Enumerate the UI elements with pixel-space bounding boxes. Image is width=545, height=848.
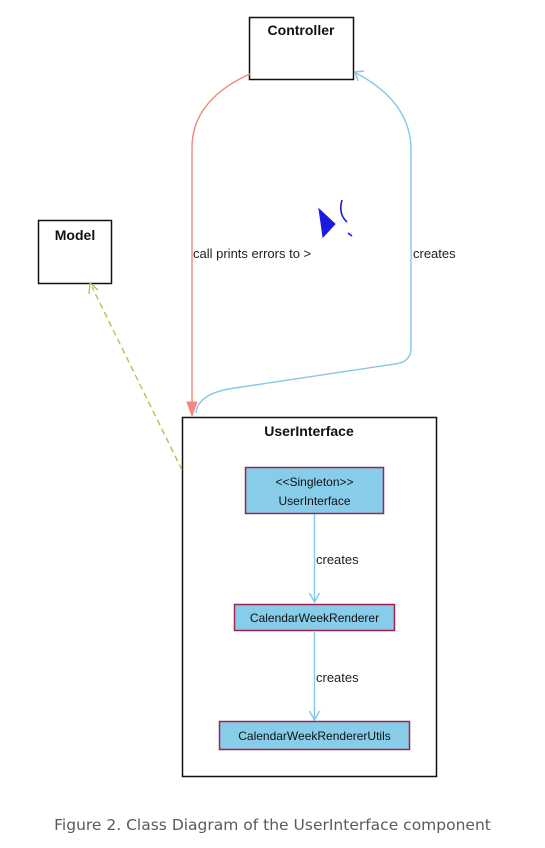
edge-controller-to-ui [191,73,251,411]
class-singleton-stereotype: <<Singleton>> [275,475,353,489]
class-singleton-box [244,466,385,515]
edge-renderer-creates-utils-arrowhead [308,710,321,722]
edge-ui-depends-model-arrowhead [88,281,99,295]
userinterface-title: UserInterface [264,423,354,439]
controller-box [248,16,355,81]
class-calendarweekrendererutils-name: CalendarWeekRendererUtils [238,729,391,743]
edge-label-creates-middle: creates [316,552,359,567]
edge-ui-creates-controller [195,72,412,414]
edge-singleton-creates-renderer-arrowhead [308,592,321,604]
class-calendarweekrenderer[interactable]: CalendarWeekRenderer [233,603,396,632]
class-singleton-userinterface[interactable]: <<Singleton>> UserInterface [244,466,385,515]
edge-label-call-prints-errors: call prints errors to > [193,246,311,261]
edge-label-creates-top: creates [413,246,456,261]
model-package[interactable]: Model [37,219,113,285]
class-calendarweekrendererutils[interactable]: CalendarWeekRendererUtils [218,720,411,751]
class-calendarweekrendererutils-box [218,720,411,751]
figure-caption: Figure 2. Class Diagram of the UserInter… [54,816,491,834]
class-calendarweekrenderer-name: CalendarWeekRenderer [250,611,379,625]
scribble-mark [318,199,353,239]
model-box [37,219,113,285]
edge-label-creates-bottom: creates [316,670,359,685]
model-title: Model [55,227,95,243]
controller-title: Controller [268,22,335,38]
class-singleton-name: UserInterface [278,494,350,508]
edge-ui-depends-model [91,286,183,471]
edge-controller-to-ui-arrowhead [186,401,198,418]
edge-ui-creates-controller-arrowhead [354,70,365,82]
controller-package[interactable]: Controller [248,16,355,81]
class-calendarweekrenderer-box [233,603,396,632]
